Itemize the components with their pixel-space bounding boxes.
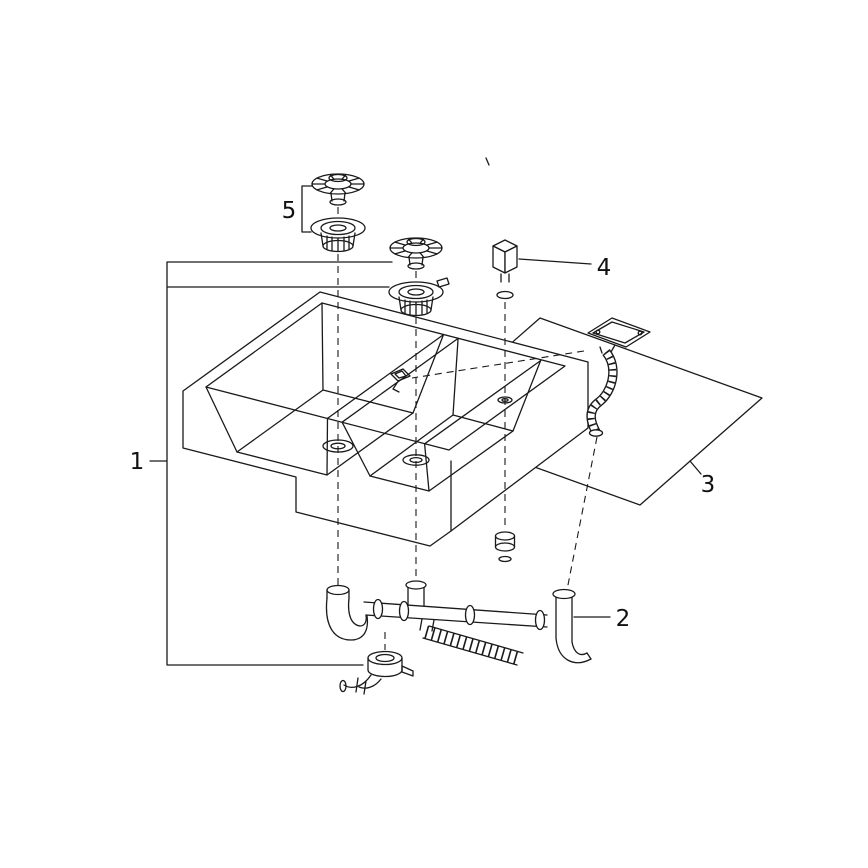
corrugated-hose [422, 625, 524, 666]
screw-icon [637, 330, 643, 336]
callout-1: 1 [130, 261, 393, 666]
left-bowl [205, 302, 445, 476]
tick-mark [485, 157, 490, 166]
tee-stub [407, 585, 425, 607]
remote-knob [492, 239, 518, 300]
drain-connector [339, 650, 414, 695]
right-bowl [341, 337, 542, 492]
outlet-elbow [552, 588, 592, 664]
trap-assembly [325, 580, 592, 695]
centerline-overflow-cover [411, 350, 585, 379]
p-trap [325, 584, 369, 641]
strainer-cap-a [311, 173, 365, 206]
overflow-slot [390, 368, 411, 393]
pipe-nut [464, 604, 476, 626]
drain-lever-tab [436, 277, 450, 288]
callout-3-leader [689, 460, 702, 475]
sink-unit [182, 291, 589, 547]
part-label-1: 1 [130, 449, 145, 475]
centerlines [337, 207, 598, 650]
strainer-basket-a [310, 217, 366, 253]
part-label-2: 2 [616, 606, 631, 632]
callout-3: 3 [689, 460, 716, 498]
part-label-3: 3 [701, 472, 716, 498]
o-ring [496, 290, 514, 300]
callout-1-bracket [149, 261, 393, 666]
waste-pipe [363, 580, 548, 632]
strainer-basket-b [388, 277, 450, 317]
callout-5: 5 [282, 185, 313, 233]
callout-4-leader [518, 258, 592, 265]
pipe-nut [372, 598, 384, 620]
centerline-overflow-hose [566, 436, 598, 591]
callout-5-bracket [301, 185, 313, 233]
deck-edge [423, 359, 542, 445]
overflow-hose [586, 349, 618, 437]
overflow-cover [587, 317, 651, 354]
screw-icon [595, 329, 601, 335]
pipe-nut [534, 609, 546, 631]
part-label-4: 4 [597, 255, 612, 281]
part-label-5: 5 [282, 198, 297, 224]
callout-2: 2 [573, 606, 631, 632]
sink-silhouette [182, 291, 589, 547]
knob-locknut [494, 531, 516, 563]
connector-lever [401, 665, 414, 677]
pipe-nut [398, 600, 410, 622]
callout-4: 4 [518, 255, 612, 281]
strainer-cap-b [389, 237, 443, 270]
sink-rim-inner [205, 302, 566, 451]
